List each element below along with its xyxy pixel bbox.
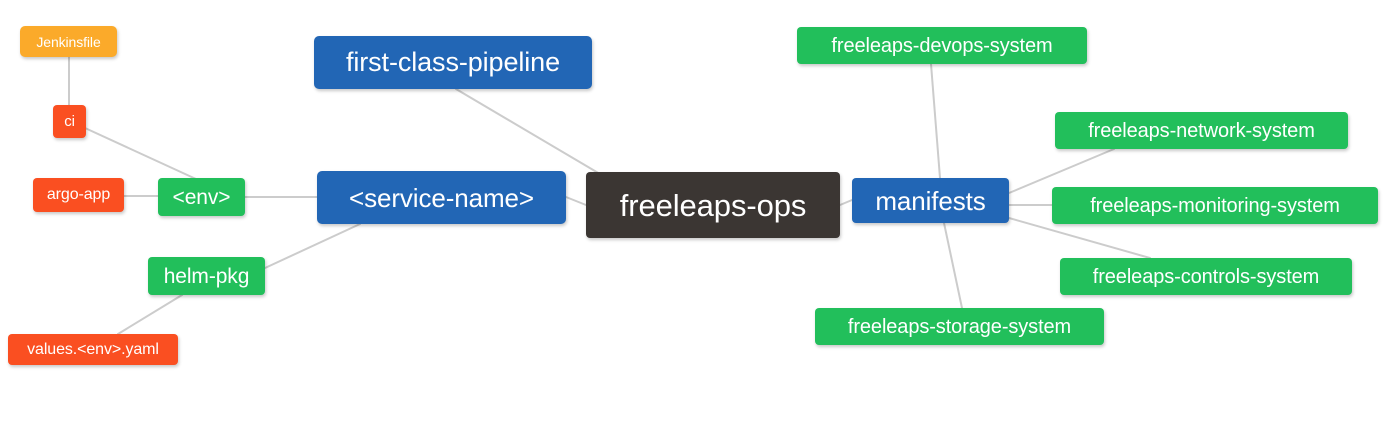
mindmap-node-label: manifests [875,185,986,216]
mindmap-node-label: helm-pkg [163,264,250,288]
mindmap-node-label: freeleaps-monitoring-system [1090,194,1340,217]
mindmap-node-label: freeleaps-network-system [1088,119,1315,142]
mindmap-node-label: first-class-pipeline [345,47,561,77]
mindmap-node-label: freeleaps-ops [619,187,807,223]
mindmap-node-label: values.<env>.yaml [27,340,159,358]
mindmap-node-helm-pkg[interactable]: helm-pkg [148,257,265,295]
edge-env-to-ci [84,127,197,180]
mindmap-node-controls-system[interactable]: freeleaps-controls-system [1060,258,1352,295]
edge-helm-pkg-to-values-yaml [117,294,183,335]
mindmap-node-env[interactable]: <env> [158,178,245,216]
mindmap-node-root[interactable]: freeleaps-ops [586,172,840,238]
mindmap-node-argo-app[interactable]: argo-app [33,178,124,212]
edge-manifests-to-controls-system [1008,217,1151,259]
edge-manifests-to-devops-system [930,63,941,179]
mindmap-node-manifests[interactable]: manifests [852,178,1009,223]
mindmap-node-storage-system[interactable]: freeleaps-storage-system [815,308,1104,345]
edge-root-to-first-class [455,88,601,175]
mindmap-node-label: <env> [172,185,231,209]
mindmap-node-ci[interactable]: ci [53,105,86,138]
mindmap-node-label: freeleaps-controls-system [1092,265,1320,288]
mindmap-node-label: freeleaps-devops-system [831,34,1053,57]
mindmap-node-values-yaml[interactable]: values.<env>.yaml [8,334,178,365]
mindmap-node-label: freeleaps-storage-system [847,315,1072,338]
mindmap-node-first-class[interactable]: first-class-pipeline [314,36,592,89]
edge-manifests-to-storage-system [943,222,963,309]
mindmap-node-label: <service-name> [348,182,535,213]
mindmap-node-label: argo-app [46,186,111,203]
mindmap-node-devops-system[interactable]: freeleaps-devops-system [797,27,1087,64]
mindmap-node-label: ci [64,113,75,130]
mindmap-node-jenkinsfile[interactable]: Jenkinsfile [20,26,117,57]
edge-service-name-to-helm-pkg [264,223,361,269]
mindmap-node-label: Jenkinsfile [36,33,101,50]
mindmap-node-network-system[interactable]: freeleaps-network-system [1055,112,1348,149]
edge-root-to-service-name [565,196,587,206]
edge-root-to-manifests [839,199,853,206]
mindmap-node-monitoring-system[interactable]: freeleaps-monitoring-system [1052,187,1378,224]
mindmap-node-service-name[interactable]: <service-name> [317,171,566,224]
